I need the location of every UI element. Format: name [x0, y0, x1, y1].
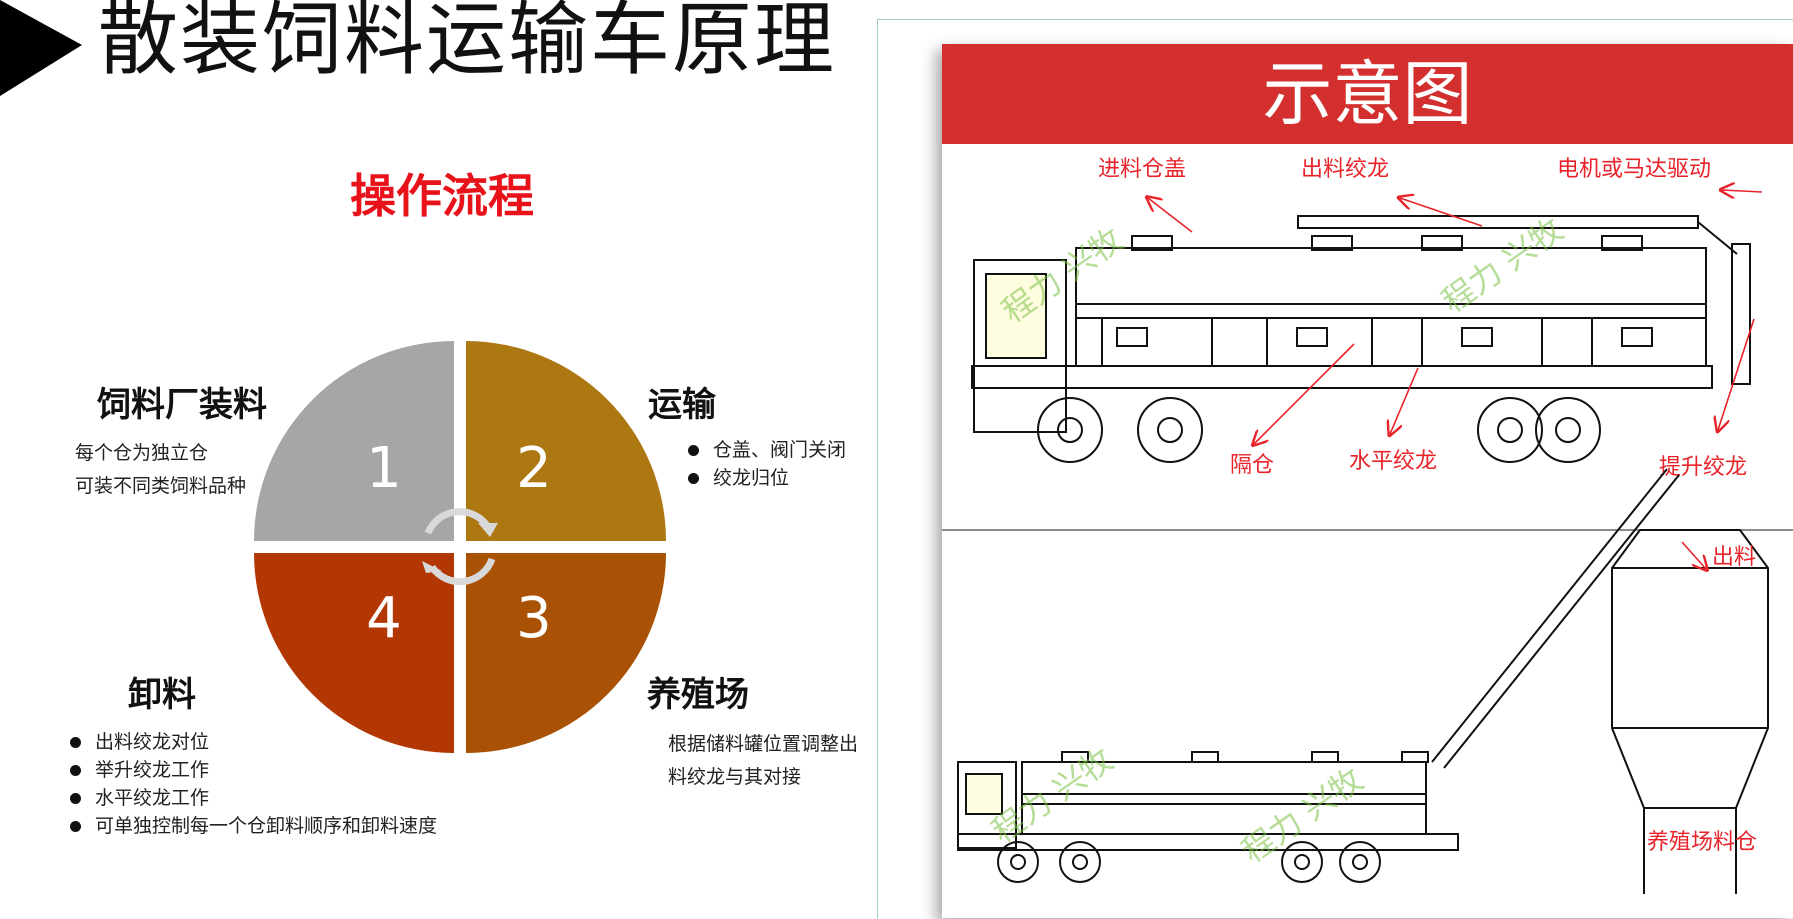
- label-inlet-cover: 进料仓盖: [1098, 157, 1186, 182]
- stage-loading-text: 每个仓为独立仓 可装不同类饲料品种: [75, 437, 246, 503]
- label-discharge: 出料: [1712, 545, 1756, 570]
- cycle-arrows-icon: [424, 508, 496, 586]
- list-item: 出料绞龙对位: [68, 728, 437, 756]
- cycle-segment-2: [466, 341, 666, 541]
- label-lift-auger: 提升绞龙: [1659, 455, 1747, 480]
- stage-farm-line: 料绞龙与其对接: [668, 766, 802, 788]
- label-farm-silo: 养殖场料仓: [1647, 830, 1757, 855]
- stage-transport-bullets: 仓盖、阀门关闭 绞龙归位: [686, 436, 846, 492]
- cycle-segment-1: [254, 341, 454, 541]
- label-horizontal-auger: 水平绞龙: [1349, 449, 1437, 474]
- cycle-number-2: 2: [516, 436, 552, 501]
- stage-farm-text: 根据储料罐位置调整出 料绞龙与其对接: [668, 728, 858, 794]
- cycle-number-1: 1: [366, 436, 402, 501]
- stage-farm-title: 养殖场: [647, 675, 749, 715]
- stage-loading-line: 可装不同类饲料品种: [75, 475, 247, 497]
- callout-arrows: [1148, 190, 1763, 444]
- truck-unloading-view: [957, 468, 1680, 883]
- stage-transport-title: 运输: [648, 385, 716, 425]
- diagram-panel: [942, 44, 1793, 918]
- section-title: 操作流程: [350, 169, 534, 223]
- farm-silo: [1611, 529, 1769, 894]
- stage-loading-line: 每个仓为独立仓: [75, 442, 209, 464]
- list-item: 可单独控制每一个仓卸料顺序和卸料速度: [68, 812, 437, 840]
- list-item: 水平绞龙工作: [68, 784, 437, 812]
- list-item: 仓盖、阀门关闭: [686, 436, 846, 464]
- truck-diagram: 进料仓盖 出料绞龙 电机或马达驱动 隔仓 水平绞龙 提升绞龙: [942, 157, 1793, 894]
- stage-unloading-bullets: 出料绞龙对位 举升绞龙工作 水平绞龙工作 可单独控制每一个仓卸料顺序和卸料速度: [68, 728, 437, 840]
- cycle-segment-4: [254, 553, 454, 753]
- cycle-number-4: 4: [366, 586, 402, 651]
- title-arrow-icon: [0, 0, 82, 96]
- slide-title: 散装饲料运输车原理: [98, 0, 836, 86]
- stage-farm-line: 根据储料罐位置调整出: [668, 733, 859, 755]
- label-discharge-auger: 出料绞龙: [1301, 157, 1389, 182]
- label-partition: 隔仓: [1230, 453, 1274, 478]
- cycle-segment-3: [466, 553, 666, 753]
- process-cycle: 1 2 3 4: [254, 341, 666, 753]
- cycle-number-3: 3: [516, 586, 552, 651]
- stage-loading-title: 饲料厂装料: [97, 385, 267, 425]
- list-item: 绞龙归位: [686, 464, 846, 492]
- truck-side-view: [971, 215, 1751, 463]
- list-item: 举升绞龙工作: [68, 756, 437, 784]
- diagram-header: [942, 44, 1793, 144]
- diagram-title: 示意图: [1262, 53, 1473, 135]
- cycle-arrowhead-icon: [422, 561, 442, 573]
- diagram-frame: [877, 19, 1793, 919]
- truck-cab: [973, 259, 1067, 433]
- label-motor-drive: 电机或马达驱动: [1557, 157, 1711, 182]
- watermark: 程力 兴牧: [1235, 760, 1370, 870]
- stage-unloading-title: 卸料: [128, 675, 196, 715]
- cycle-arrowhead-icon: [478, 523, 498, 537]
